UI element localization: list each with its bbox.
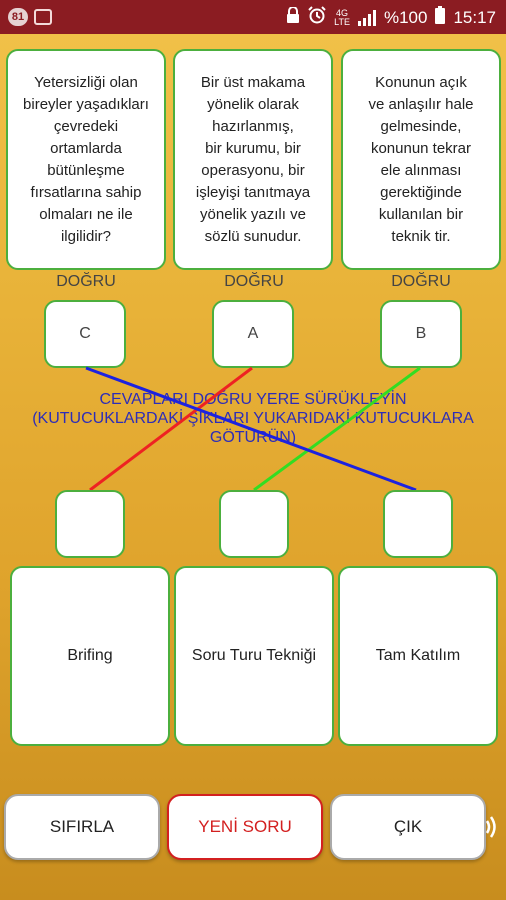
exit-button[interactable]: ÇIK [330,794,486,860]
term-box-1: Brifing [10,566,170,746]
question-box-2: Bir üst makama yönelik olarak hazırlanmı… [173,49,333,270]
answer-drop-box-2[interactable]: A [212,300,294,368]
term-box-2: Soru Turu Tekniği [174,566,334,746]
reset-button[interactable]: SIFIRLA [4,794,160,860]
clock: 15:17 [453,7,496,27]
term-box-3: Tam Katılım [338,566,498,746]
answer-drop-box-3[interactable]: B [380,300,462,368]
notification-count-badge: 81 [8,8,28,26]
speaker-icon[interactable] [466,810,500,844]
draggable-option-slot-3[interactable] [383,490,453,558]
connection-line-green [253,366,421,492]
battery-icon [435,6,446,29]
answer-drop-box-1[interactable]: C [44,300,126,368]
network-subtype: LTE [334,16,350,27]
lock-icon [286,6,300,28]
question-box-3: Konunun açık ve anlaşılır hale gelmesind… [341,49,501,270]
result-label-3: DOĞRU [391,273,451,290]
draggable-option-slot-1[interactable] [55,490,125,558]
connection-line-blue [85,366,417,492]
result-label-1: DOĞRU [56,273,116,290]
connection-line-red [89,366,253,492]
new-question-button[interactable]: YENİ SORU [167,794,323,860]
alarm-icon [308,6,326,29]
drag-instruction: CEVAPLARI DOĞRU YERE SÜRÜKLEYİN (KUTUCUK… [32,391,474,446]
question-box-1: Yetersizliği olan bireyler yaşadıkları ç… [6,49,166,270]
network-type: 4G [336,7,349,18]
battery-text: %100 [383,7,428,27]
draggable-option-slot-2[interactable] [219,490,289,558]
result-label-2: DOĞRU [224,273,284,290]
gallery-notification-icon [34,9,52,25]
status-bar: 81 4G LTE %100 15:17 [0,0,506,34]
signal-icon [357,9,376,26]
